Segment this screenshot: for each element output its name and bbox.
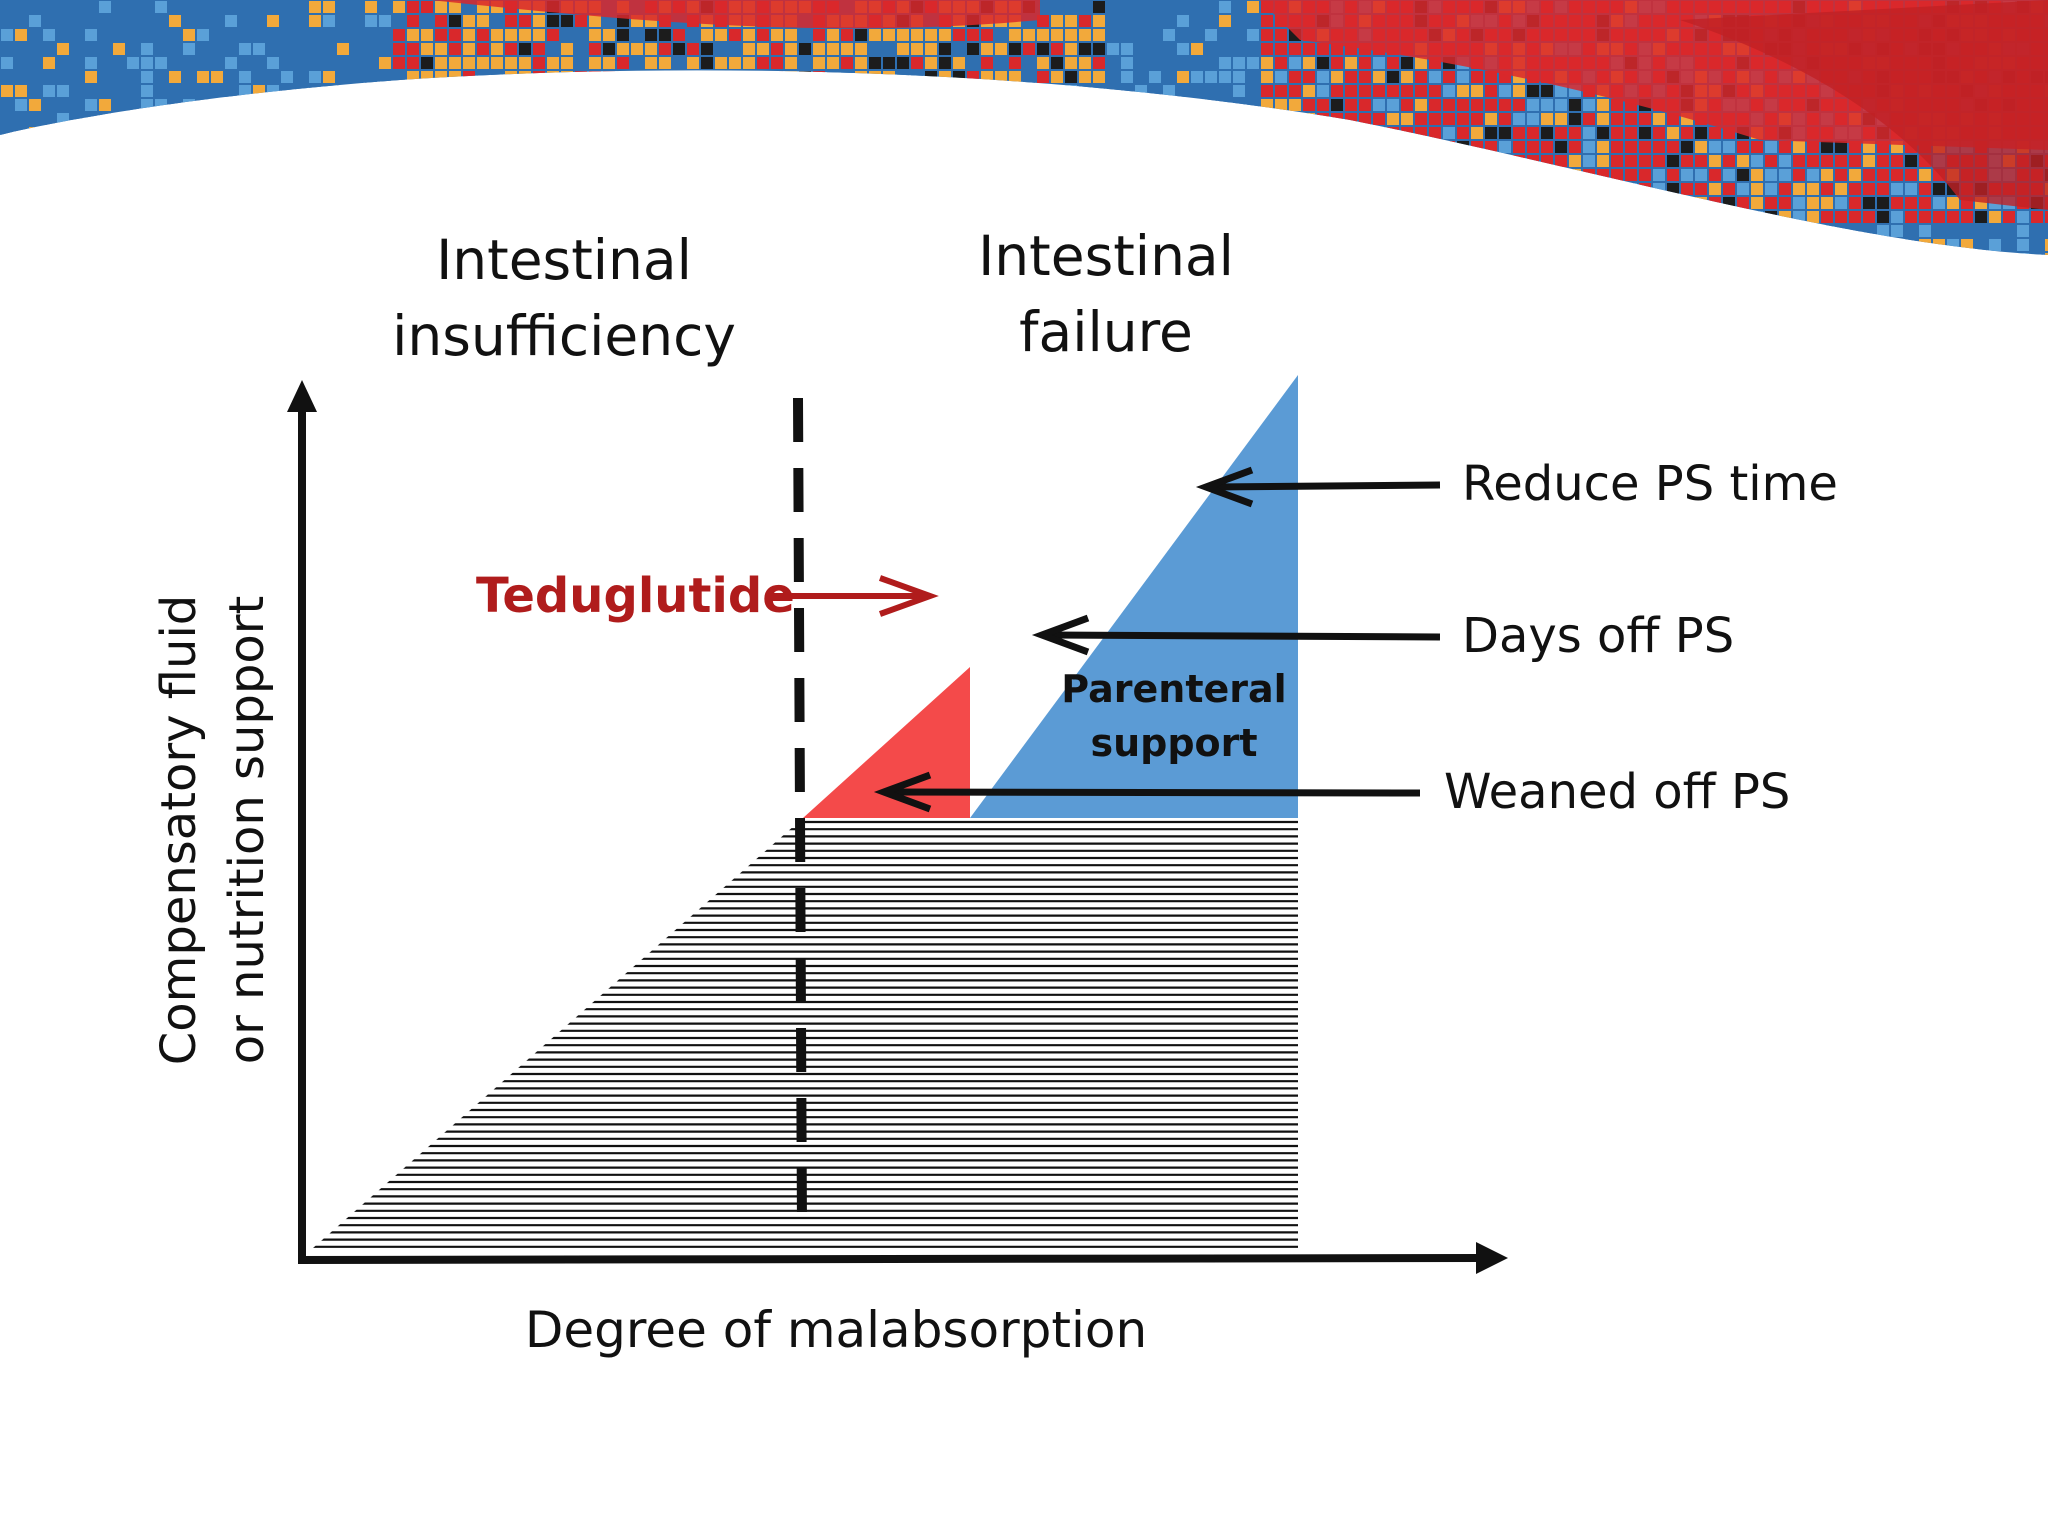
zone-label-failure-line1: Intestinal (978, 224, 1234, 288)
x-axis-label: Degree of malabsorption (524, 1301, 1148, 1359)
weaned-off-ps-arrow (873, 771, 1421, 813)
weaned-off-region (803, 667, 970, 818)
x-axis (297, 1254, 1481, 1264)
teduglutide-label: Teduglutide (476, 568, 795, 624)
outcome-label-weaned-off-ps: Weaned off PS (1444, 764, 1791, 820)
dashed-divider (793, 397, 807, 1231)
zone-label-insufficiency-line1: Intestinal (436, 228, 692, 292)
outcome-label-days-off-ps: Days off PS (1462, 608, 1735, 664)
parenteral-support-label-line2: support (1090, 721, 1258, 765)
days-off-ps-arrow (1031, 614, 1441, 656)
zone-label-insufficiency: Intestinal insufficiency (392, 222, 736, 374)
outcome-label-reduce-ps-time: Reduce PS time (1462, 456, 1838, 512)
y-axis-label: Compensatory fluid or nutrition support (145, 595, 281, 1066)
y-axis-label-line1: Compensatory fluid (151, 594, 207, 1066)
x-axis-arrowhead (1476, 1242, 1508, 1274)
zone-label-insufficiency-line2: insufficiency (392, 304, 736, 368)
reduce-ps-time-arrow (1195, 466, 1441, 508)
y-axis-arrowhead (287, 380, 317, 412)
zone-label-failure-line2: failure (1019, 300, 1193, 364)
teduglutide-arrow (768, 575, 939, 617)
parenteral-support-label-line1: Parenteral (1061, 667, 1287, 711)
y-axis-label-line2: or nutrition support (219, 595, 275, 1065)
zone-label-failure: Intestinal failure (978, 218, 1234, 370)
parenteral-support-label: Parenteral support (1061, 662, 1286, 770)
